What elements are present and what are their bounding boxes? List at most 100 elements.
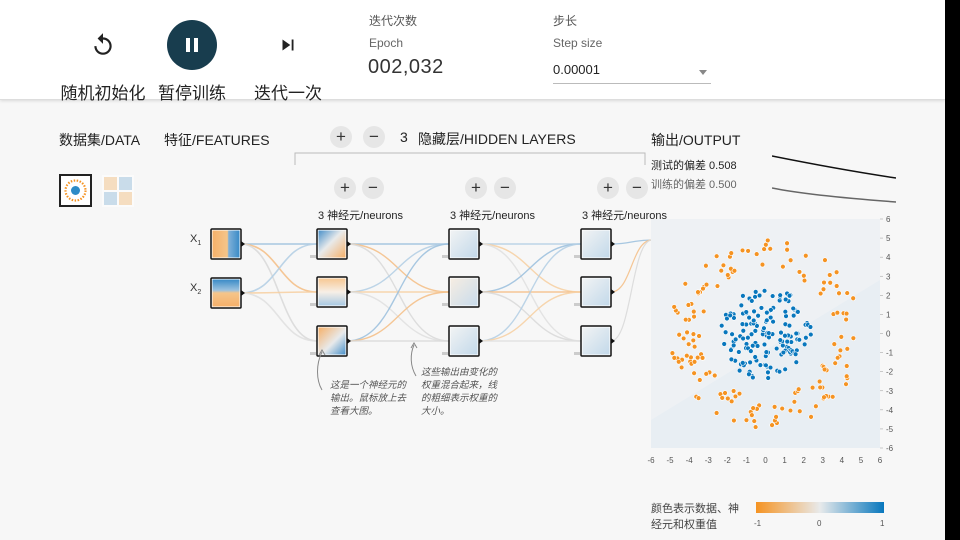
data-point-blue: [783, 296, 789, 303]
legend-mid-label: 0: [817, 519, 822, 528]
weight-link[interactable]: [240, 292, 318, 342]
data-point-blue: [761, 341, 768, 348]
bias-indicator: [442, 303, 448, 306]
weight-link[interactable]: [610, 239, 653, 245]
data-point-orange: [695, 289, 701, 295]
data-point-blue: [792, 351, 799, 357]
data-point-orange: [685, 302, 692, 308]
data-point-blue: [750, 343, 756, 349]
weight-link[interactable]: [240, 243, 318, 294]
layer1-remove-neuron-button[interactable]: −: [362, 177, 384, 199]
weight-link[interactable]: [346, 243, 450, 293]
data-point-blue: [770, 318, 776, 325]
weight-link[interactable]: [610, 239, 653, 293]
data-point-blue: [724, 315, 730, 322]
reset-icon: [78, 20, 128, 70]
x-tick-label: -3: [705, 456, 713, 465]
dataset-circle-thumbnail[interactable]: [59, 174, 92, 207]
x-tick-label: -4: [686, 456, 694, 465]
layer1-neuron-1[interactable]: [316, 228, 351, 260]
dataset-xor-thumbnail[interactable]: [102, 175, 134, 207]
data-point-blue: [790, 312, 797, 319]
data-point-orange: [690, 331, 697, 337]
layer3-neuron-3[interactable]: [580, 325, 615, 357]
layer3-neuron-2[interactable]: [580, 276, 615, 308]
data-point-blue: [778, 329, 784, 336]
layer1-add-neuron-button[interactable]: +: [334, 177, 356, 199]
data-point-orange: [809, 384, 816, 391]
weight-link[interactable]: [346, 243, 450, 342]
layer3-remove-neuron-button[interactable]: −: [626, 177, 648, 199]
layer3-neuron-1[interactable]: [580, 228, 615, 260]
data-point-orange: [714, 283, 721, 289]
data-point-orange: [787, 257, 794, 263]
color-legend-text: 颜色表示数据、神经元和权重值: [651, 503, 739, 531]
layer1-neuron-2[interactable]: [316, 276, 351, 308]
layer1-neuron-3[interactable]: [316, 325, 351, 357]
data-point-orange: [850, 295, 856, 301]
layer2-add-neuron-button[interactable]: +: [465, 177, 487, 199]
bias-indicator: [310, 255, 316, 258]
data-point-orange: [731, 268, 738, 274]
weight-link[interactable]: [240, 291, 318, 294]
x-tick-label: 6: [878, 456, 883, 465]
step-button[interactable]: 迭代一次: [246, 20, 330, 104]
feature-x1-node[interactable]: [210, 228, 245, 260]
data-point-orange: [821, 366, 828, 373]
data-point-orange: [759, 261, 766, 268]
reset-button[interactable]: 随机初始化: [58, 20, 148, 104]
weight-link[interactable]: [478, 243, 582, 293]
data-point-orange: [678, 364, 685, 371]
feature-x2-node[interactable]: [210, 277, 245, 309]
data-point-blue: [784, 338, 790, 345]
data-point-blue: [728, 347, 734, 353]
data-point-orange: [682, 281, 689, 287]
step-size-select[interactable]: 0.00001: [553, 62, 711, 84]
data-point-orange: [838, 334, 844, 340]
data-point-orange: [769, 422, 775, 428]
data-point-orange: [752, 424, 759, 430]
layer2-neuron-1[interactable]: [448, 228, 483, 260]
data-point-blue: [752, 354, 758, 360]
data-point-orange: [719, 395, 725, 401]
weight-link[interactable]: [478, 291, 582, 342]
data-point-blue: [750, 374, 756, 381]
data-point-blue: [807, 324, 814, 330]
data-point-orange: [739, 247, 746, 254]
data-point-orange: [691, 343, 698, 350]
pause-button[interactable]: 暂停训练: [150, 20, 234, 104]
weight-link[interactable]: [346, 291, 450, 342]
remove-layer-button[interactable]: −: [363, 126, 385, 148]
layer2-neuron-count: 3 神经元/neurons: [450, 210, 535, 222]
data-point-blue: [748, 331, 755, 337]
data-point-blue: [748, 348, 754, 354]
x-tick-label: 4: [840, 456, 845, 465]
layer3-add-neuron-button[interactable]: +: [597, 177, 619, 199]
data-point-orange: [816, 378, 823, 385]
layer2-neuron-3[interactable]: [448, 325, 483, 357]
data-point-orange: [801, 273, 807, 279]
data-point-orange: [791, 399, 798, 405]
layer2-remove-neuron-button[interactable]: −: [494, 177, 516, 199]
weight-link[interactable]: [478, 243, 582, 342]
hidden-layers-bracket: [294, 152, 646, 165]
data-point-blue: [751, 317, 757, 324]
data-point-blue: [763, 349, 770, 355]
data-point-blue: [761, 288, 768, 294]
data-point-blue: [773, 345, 780, 352]
data-point-orange: [699, 355, 706, 361]
data-point-orange: [728, 250, 734, 256]
data-point-blue: [790, 305, 796, 312]
add-layer-button[interactable]: +: [330, 126, 352, 148]
data-point-orange: [796, 269, 803, 275]
data-point-orange: [827, 280, 833, 286]
weight-link[interactable]: [610, 239, 653, 342]
y-tick-label: -1: [886, 349, 894, 358]
data-point-orange: [844, 373, 850, 379]
data-point-orange: [722, 390, 728, 396]
features-column-title: 特征/FEATURES: [164, 132, 270, 148]
bias-indicator: [574, 255, 580, 258]
layer2-neuron-2[interactable]: [448, 276, 483, 308]
